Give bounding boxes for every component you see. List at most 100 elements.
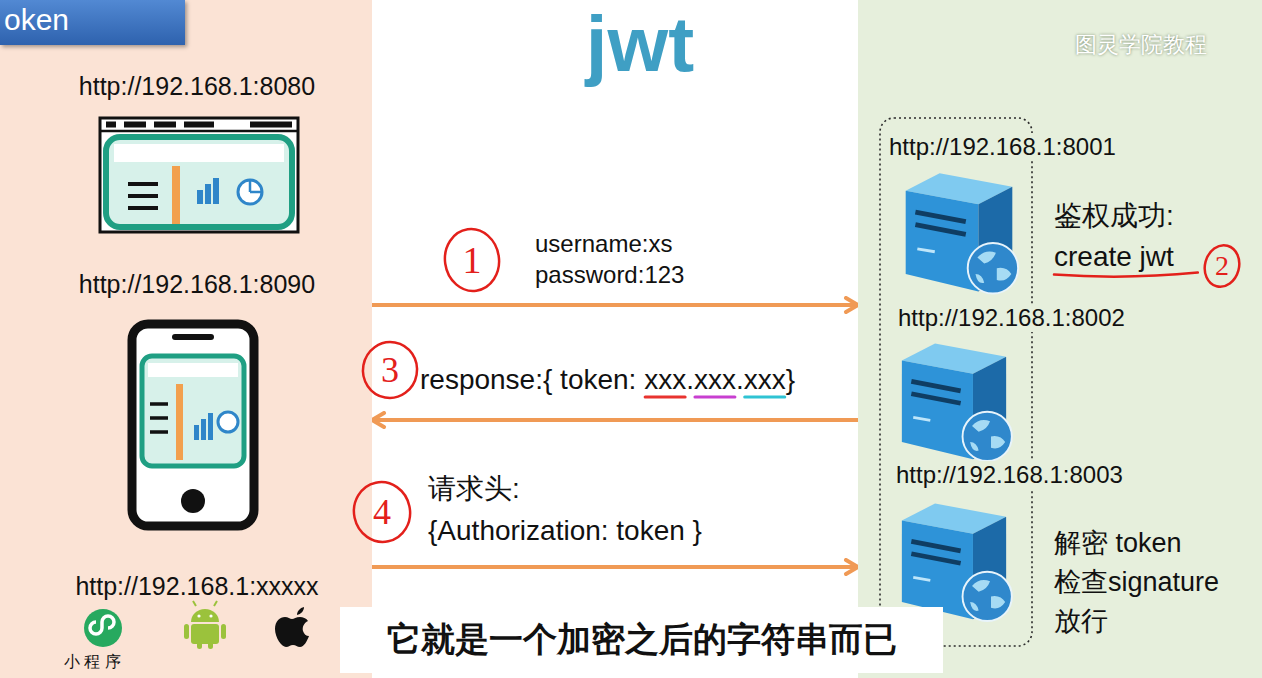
android-icon bbox=[184, 624, 189, 639]
server-icon bbox=[902, 343, 1012, 461]
text-holder: 2 bbox=[1215, 252, 1229, 280]
server-band: 图灵学院教程 http://192.168.1:8001 鉴权成功: create … bbox=[858, 0, 1262, 678]
browser-illustration bbox=[197, 190, 203, 204]
text-holder: 鉴权成功: create jwt bbox=[1054, 196, 1175, 277]
callout-number: 3 bbox=[381, 352, 399, 388]
underline-mark bbox=[695, 396, 735, 399]
client-url: http://192.168.1:8080 bbox=[79, 72, 315, 101]
phone-illustration bbox=[194, 425, 199, 440]
text-holder: http://192.168.1:8001 bbox=[886, 133, 1119, 161]
callout-number: 1 bbox=[463, 241, 482, 279]
callout-number: 4 bbox=[373, 494, 391, 530]
flow-arrow bbox=[372, 305, 858, 567]
text-holder: 图灵学院教程 bbox=[1075, 30, 1207, 60]
callout-circle bbox=[348, 477, 415, 547]
server-icon bbox=[902, 503, 1012, 621]
browser-illustration bbox=[205, 184, 211, 204]
server-note: 鉴权成功: create jwt bbox=[1054, 196, 1175, 277]
tab-label: oken bbox=[4, 3, 69, 37]
text-holder: 4 bbox=[373, 494, 391, 530]
text-holder: username:xs password:123 bbox=[535, 228, 686, 290]
browser-illustration bbox=[106, 137, 292, 227]
phone-illustration bbox=[208, 413, 213, 440]
underline-mark bbox=[745, 396, 785, 399]
text-holder: http://192.168.1:8080 bbox=[79, 72, 315, 101]
phone-illustration bbox=[132, 324, 254, 526]
browser-illustration bbox=[238, 180, 262, 204]
phone-illustration bbox=[150, 404, 168, 432]
android-icon bbox=[184, 601, 226, 649]
mini-program-icon bbox=[90, 616, 114, 634]
flow-arrow bbox=[372, 303, 858, 307]
browser-illustration bbox=[250, 180, 262, 192]
text-holder: oken bbox=[4, 3, 69, 37]
android-icon bbox=[191, 609, 219, 622]
android-icon bbox=[208, 640, 213, 649]
client-url: http://192.168.1:xxxxx bbox=[75, 572, 318, 601]
text-holder: 解密 token 检查signature 放行 bbox=[1054, 524, 1221, 641]
phone-illustration bbox=[201, 419, 206, 440]
text-holder: 它就是一个加密之后的字符串而已 bbox=[340, 607, 943, 673]
flow-arrow bbox=[372, 565, 858, 569]
text-holder: 3 bbox=[381, 352, 399, 388]
server-icon bbox=[906, 173, 1018, 293]
phone-illustration bbox=[176, 384, 183, 460]
text-holder: 请求头: {Authorization: token } bbox=[428, 468, 703, 552]
underline-mark bbox=[1054, 273, 1198, 277]
watermark: 图灵学院教程 bbox=[1075, 30, 1207, 60]
browser-illustration bbox=[213, 178, 219, 204]
flow-arrow bbox=[372, 418, 858, 422]
server-note: 解密 token 检查signature 放行 bbox=[1054, 524, 1221, 641]
browser-illustration bbox=[128, 184, 158, 208]
android-icon bbox=[197, 640, 202, 649]
cluster-outline bbox=[880, 118, 1032, 646]
text-holder: 1 bbox=[463, 241, 482, 279]
browser-illustration bbox=[100, 118, 298, 232]
phone-illustration bbox=[218, 412, 238, 432]
apple-icon bbox=[297, 607, 304, 615]
text-holder: http://192.168.1:xxxxx bbox=[75, 572, 318, 601]
diagram-title: jwt bbox=[586, 2, 694, 88]
server-url: http://192.168.1:8001 bbox=[886, 133, 1119, 161]
apple-icon bbox=[275, 607, 309, 647]
underline-mark bbox=[645, 396, 685, 399]
android-icon bbox=[197, 614, 200, 617]
mini-program-icon bbox=[84, 609, 122, 647]
edge-label: response:{ token: xxx.xxx.xxx} bbox=[420, 364, 795, 396]
text-holder: 小 程 序 bbox=[64, 652, 121, 673]
text-holder: http://192.168.1:8002 bbox=[895, 304, 1128, 332]
callout-circle bbox=[359, 338, 422, 403]
browser-illustration bbox=[172, 166, 180, 224]
browser-illustration bbox=[106, 122, 292, 128]
android-icon bbox=[221, 624, 226, 639]
client-band: http://192.168.1:8080 http://192.168.1:80… bbox=[0, 0, 372, 678]
server-url: http://192.168.1:8003 bbox=[893, 461, 1126, 489]
browser-illustration bbox=[114, 144, 284, 162]
server-url: http://192.168.1:8002 bbox=[895, 304, 1128, 332]
phone-illustration bbox=[172, 334, 214, 340]
client-url: http://192.168.1:8090 bbox=[79, 270, 315, 299]
callout-circle bbox=[1200, 241, 1244, 290]
title-tab: oken bbox=[0, 0, 185, 45]
underline-mark bbox=[1054, 273, 1198, 277]
android-icon bbox=[191, 624, 219, 644]
phone-illustration bbox=[132, 324, 254, 526]
underline-mark bbox=[645, 397, 785, 398]
edge-label: username:xs password:123 bbox=[535, 228, 686, 290]
caption: 它就是一个加密之后的字符串而已 bbox=[340, 607, 943, 673]
callout-number: 2 bbox=[1215, 252, 1229, 280]
edge-label: 请求头: {Authorization: token } bbox=[428, 468, 703, 552]
text-holder: http://192.168.1:8090 bbox=[79, 270, 315, 299]
server-node: http://192.168.1:8001 鉴权成功: create jwt bbox=[884, 128, 1256, 298]
text-holder: jwt bbox=[586, 2, 694, 88]
apple-icon bbox=[275, 617, 309, 647]
phone-illustration bbox=[148, 363, 238, 377]
client-caption: 小 程 序 bbox=[64, 652, 121, 673]
browser-illustration bbox=[100, 118, 298, 232]
mini-program-icon bbox=[84, 609, 122, 647]
phone-illustration bbox=[181, 489, 205, 513]
text-holder: response:{ token: xxx.xxx.xxx} bbox=[420, 364, 795, 396]
android-icon bbox=[209, 614, 212, 617]
text-holder: http://192.168.1:8003 bbox=[893, 461, 1126, 489]
